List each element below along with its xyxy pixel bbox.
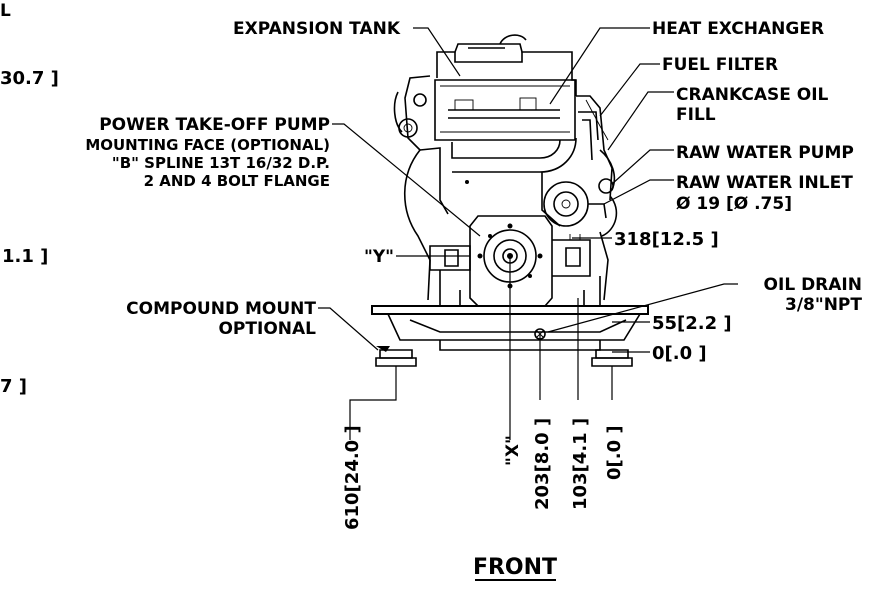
pto-label-line4: 2 AND 4 BOLT FLANGE bbox=[144, 172, 330, 190]
dimension-203: 203[8.0 ] bbox=[532, 418, 553, 510]
edge-dimension-3: 7 ] bbox=[0, 376, 27, 397]
pto-label-line1: POWER TAKE-OFF PUMP bbox=[99, 115, 330, 135]
reference-lines bbox=[349, 237, 650, 440]
dimension-103: 103[4.1 ] bbox=[570, 418, 591, 510]
engine-outline bbox=[371, 34, 649, 367]
y-reference-label: "Y" bbox=[364, 247, 394, 267]
raw-water-inlet-size-label: Ø 19 [Ø .75] bbox=[676, 194, 792, 214]
raw-water-inlet-label: RAW WATER INLET bbox=[676, 173, 853, 193]
dimension-55: 55[2.2 ] bbox=[652, 313, 732, 334]
edge-label-top: L bbox=[0, 1, 11, 21]
fuel-filter-label: FUEL FILTER bbox=[662, 55, 778, 75]
dimension-0-right: 0[.0 ] bbox=[652, 343, 707, 364]
edge-dimension-2: 1.1 ] bbox=[2, 246, 48, 267]
heat-exchanger-label: HEAT EXCHANGER bbox=[652, 19, 824, 39]
pto-label-line3: "B" SPLINE 13T 16/32 D.P. bbox=[112, 154, 330, 172]
oil-drain-size-label: 3/8"NPT bbox=[785, 295, 862, 315]
pto-label-line2: MOUNTING FACE (OPTIONAL) bbox=[85, 136, 330, 154]
edge-dimension-1: 30.7 ] bbox=[0, 68, 59, 89]
x-reference-label: "X" bbox=[503, 435, 523, 466]
crankcase-fill-label: FILL bbox=[676, 105, 716, 125]
raw-water-pump-label: RAW WATER PUMP bbox=[676, 143, 854, 163]
expansion-tank-label: EXPANSION TANK bbox=[233, 19, 401, 39]
crankcase-oil-label: CRANKCASE OIL bbox=[676, 85, 829, 105]
oil-drain-label: OIL DRAIN bbox=[764, 275, 862, 295]
leader-lines bbox=[318, 27, 738, 351]
compound-mount-label: COMPOUND MOUNT bbox=[126, 299, 316, 319]
dimension-318: 318[12.5 ] bbox=[614, 229, 719, 250]
dimension-0-bottom: 0[.0 ] bbox=[604, 425, 625, 480]
dimension-610: 610[24.0 ] bbox=[342, 425, 363, 530]
compound-mount-optional-label: OPTIONAL bbox=[218, 319, 316, 339]
view-title: FRONT bbox=[473, 555, 557, 580]
